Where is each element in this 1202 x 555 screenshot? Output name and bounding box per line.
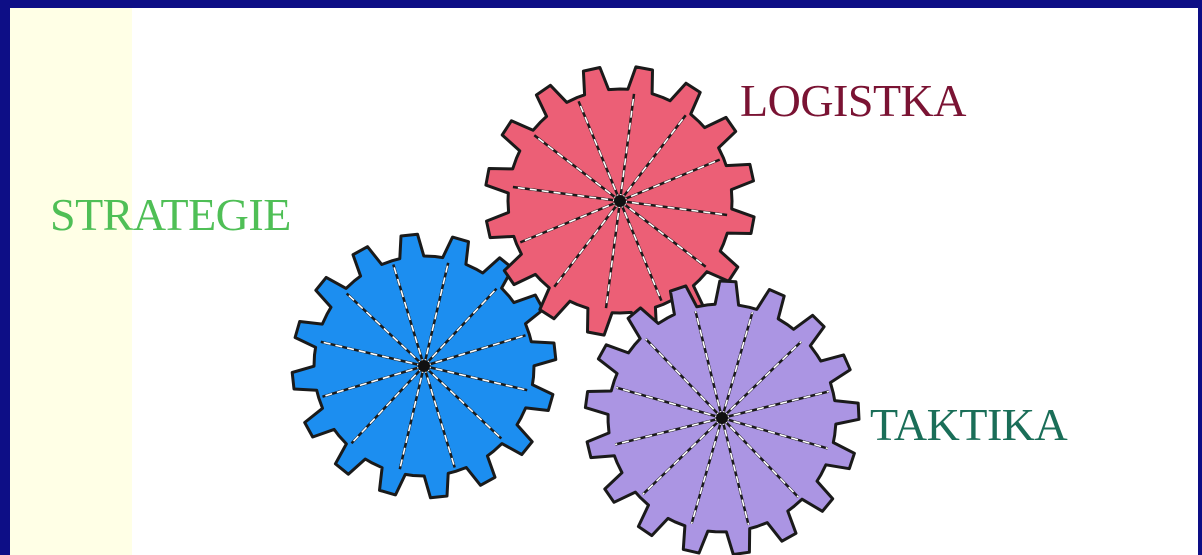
logistka-gear (486, 67, 754, 335)
taktika-gear (585, 281, 859, 555)
logistka-gear-hub (614, 195, 626, 207)
gears-diagram (10, 8, 1198, 555)
taktika-gear-hub (716, 412, 728, 424)
taktika-label: TAKTIKA (870, 402, 1067, 448)
logistka-label: LOGISTKA (740, 78, 966, 124)
strategie-gear-hub (418, 360, 430, 372)
slide-canvas: STRATEGIE LOGISTKA TAKTIKA (10, 8, 1198, 555)
strategie-label: STRATEGIE (50, 192, 291, 238)
